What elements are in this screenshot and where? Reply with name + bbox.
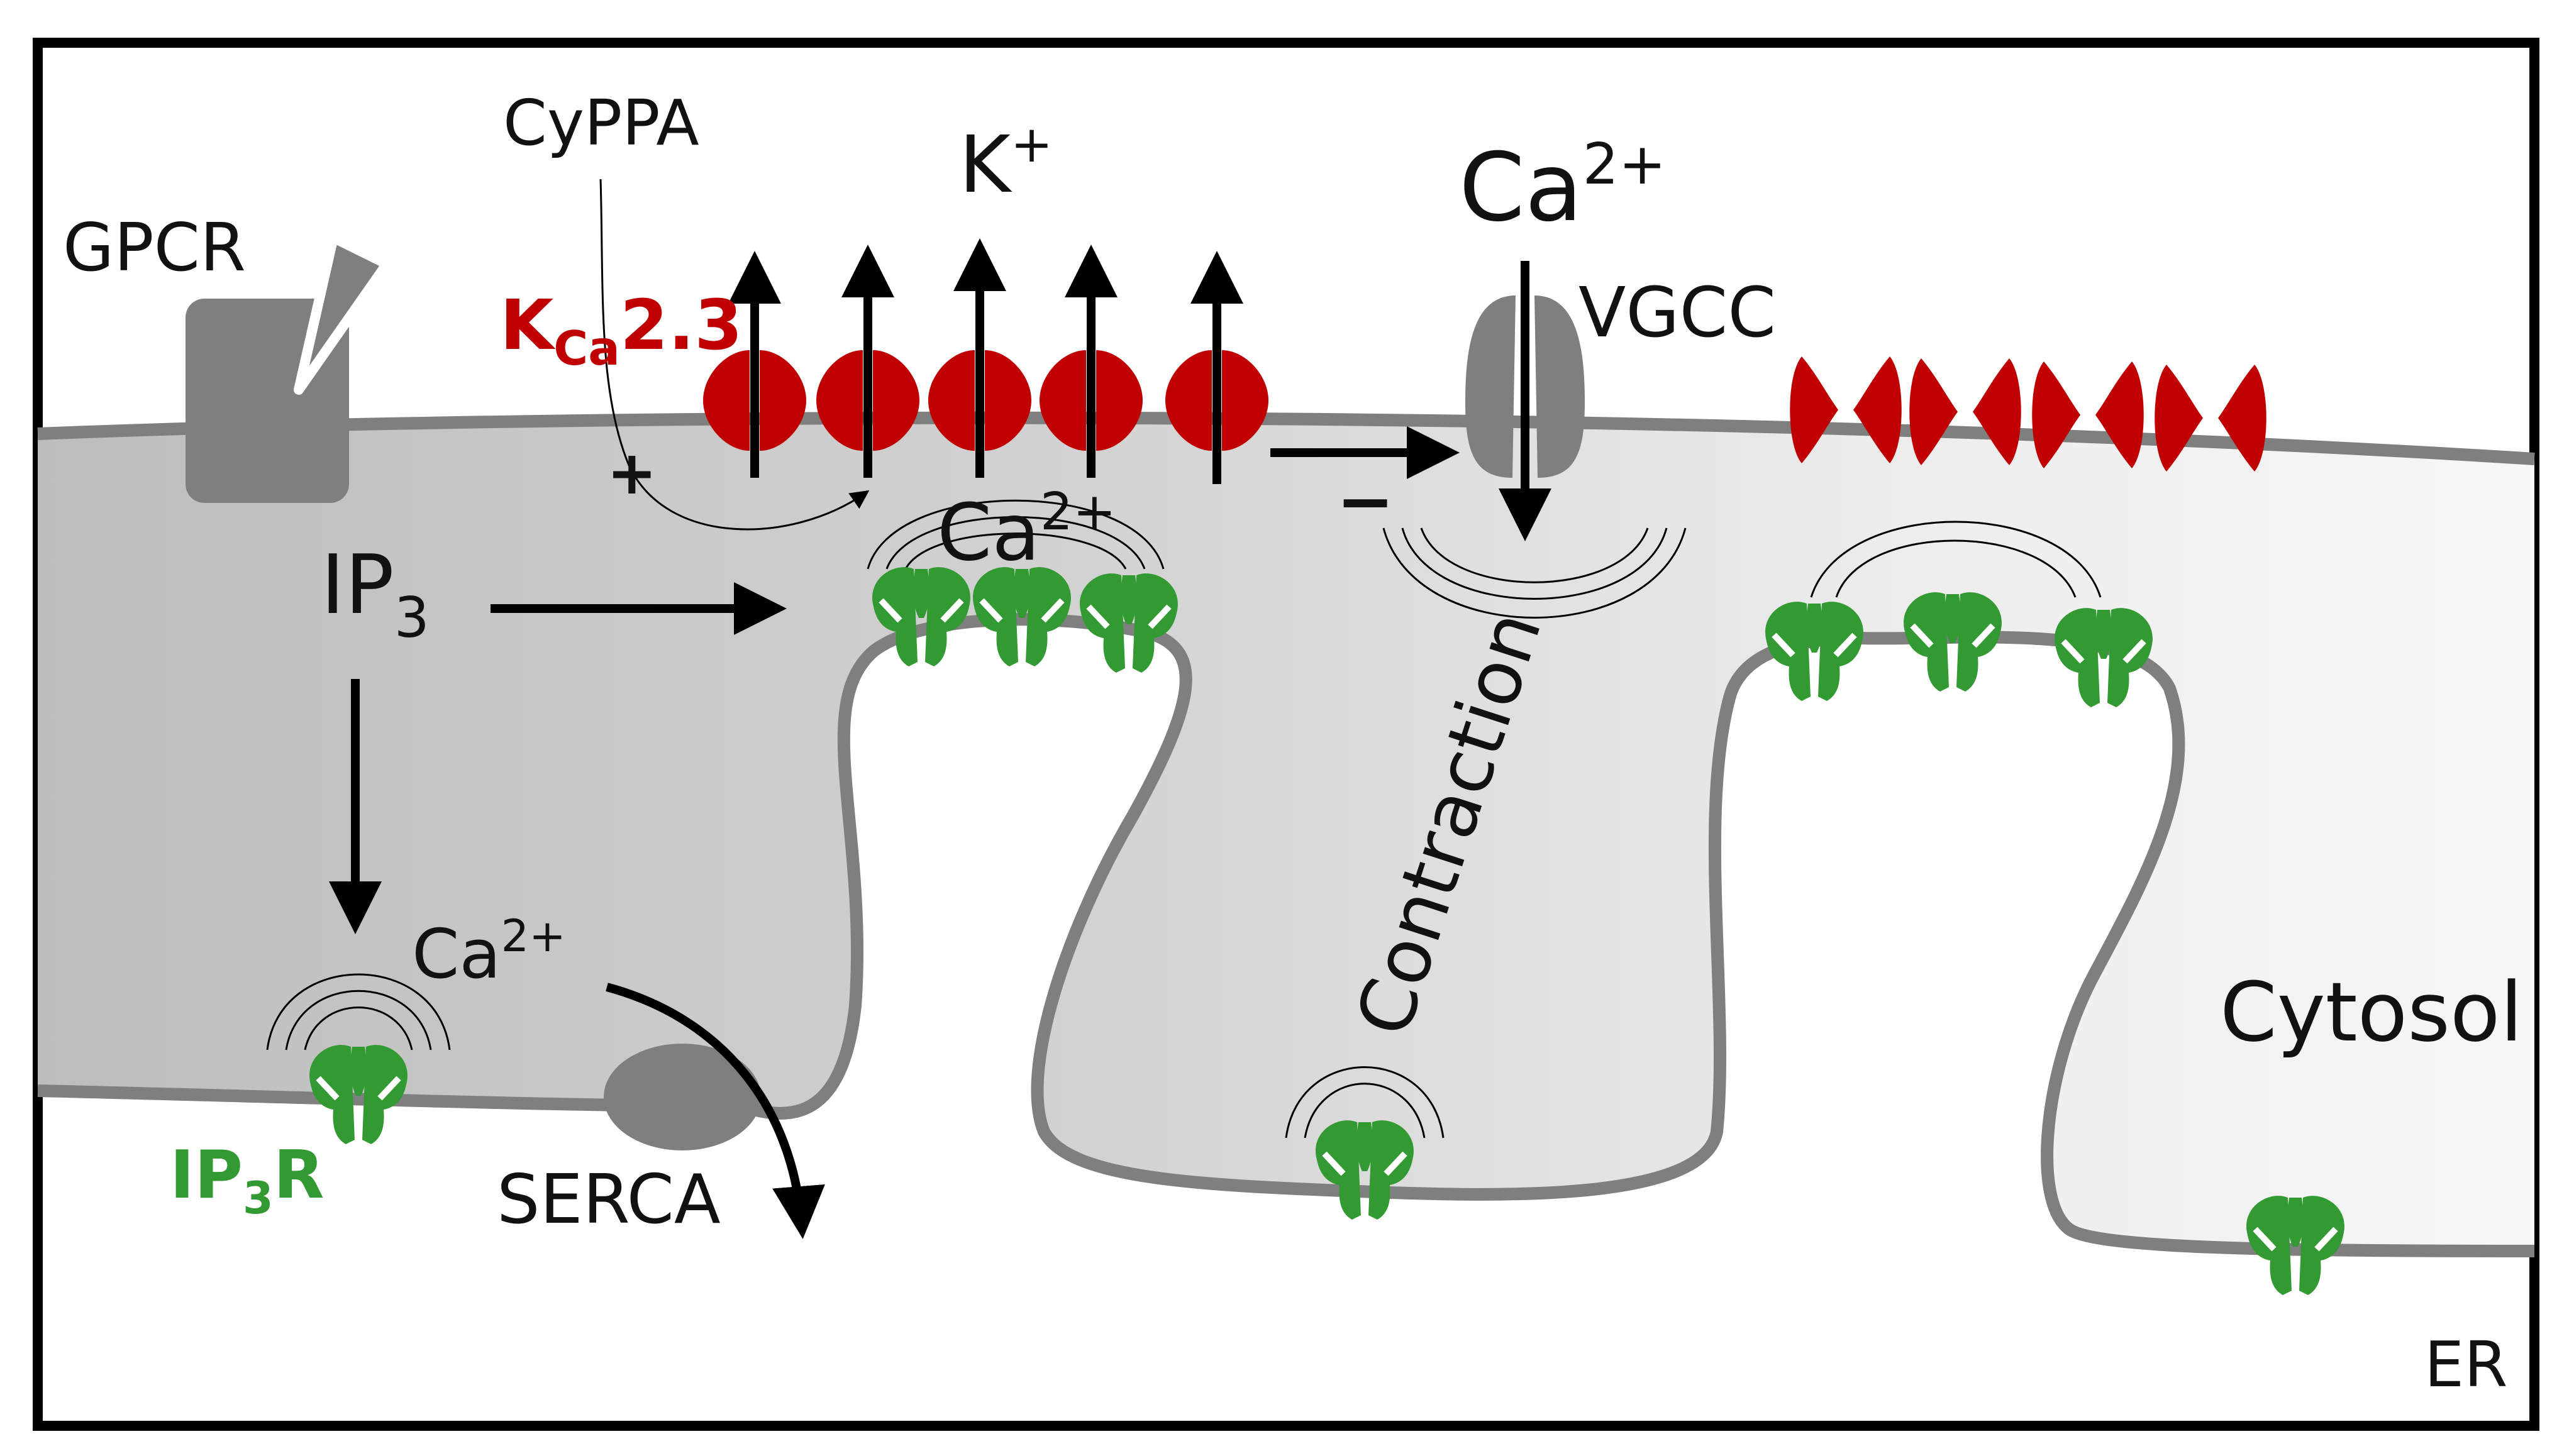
gpcr-receptor: [186, 233, 392, 503]
ca-mid-label: Ca2+: [937, 482, 1116, 578]
vgcc-channel: [1465, 295, 1585, 478]
plus-sign: +: [607, 439, 657, 508]
cytosol-label: Cytosol: [2220, 964, 2523, 1060]
ip3r-label: IP3R: [170, 1137, 325, 1224]
kca23-label: KCa2.3: [500, 285, 743, 376]
er-label: ER: [2424, 1328, 2508, 1401]
ca-low-label: Ca2+: [412, 910, 566, 994]
gpcr-ligand-wedge: [294, 233, 392, 395]
cyppa-label: CyPPA: [503, 86, 699, 160]
serca-label: SERCA: [497, 1161, 721, 1239]
gpcr-label: GPCR: [63, 209, 246, 286]
kca-channel-group-active: [703, 350, 1268, 451]
serca-pump: [604, 1044, 761, 1150]
ca-signal-arcs: [266, 499, 2102, 1139]
k-ion-label: K+: [959, 115, 1053, 211]
serca-uptake-arrow: [606, 983, 825, 1239]
k-efflux-arrows: [728, 238, 1243, 484]
cyppa-arrow: [599, 179, 870, 531]
ca-top-label: Ca2+: [1459, 131, 1666, 243]
ip3-label: IP3: [321, 537, 430, 650]
vgcc-label: VGCC: [1578, 272, 1776, 353]
minus-sign: −: [1336, 461, 1394, 541]
